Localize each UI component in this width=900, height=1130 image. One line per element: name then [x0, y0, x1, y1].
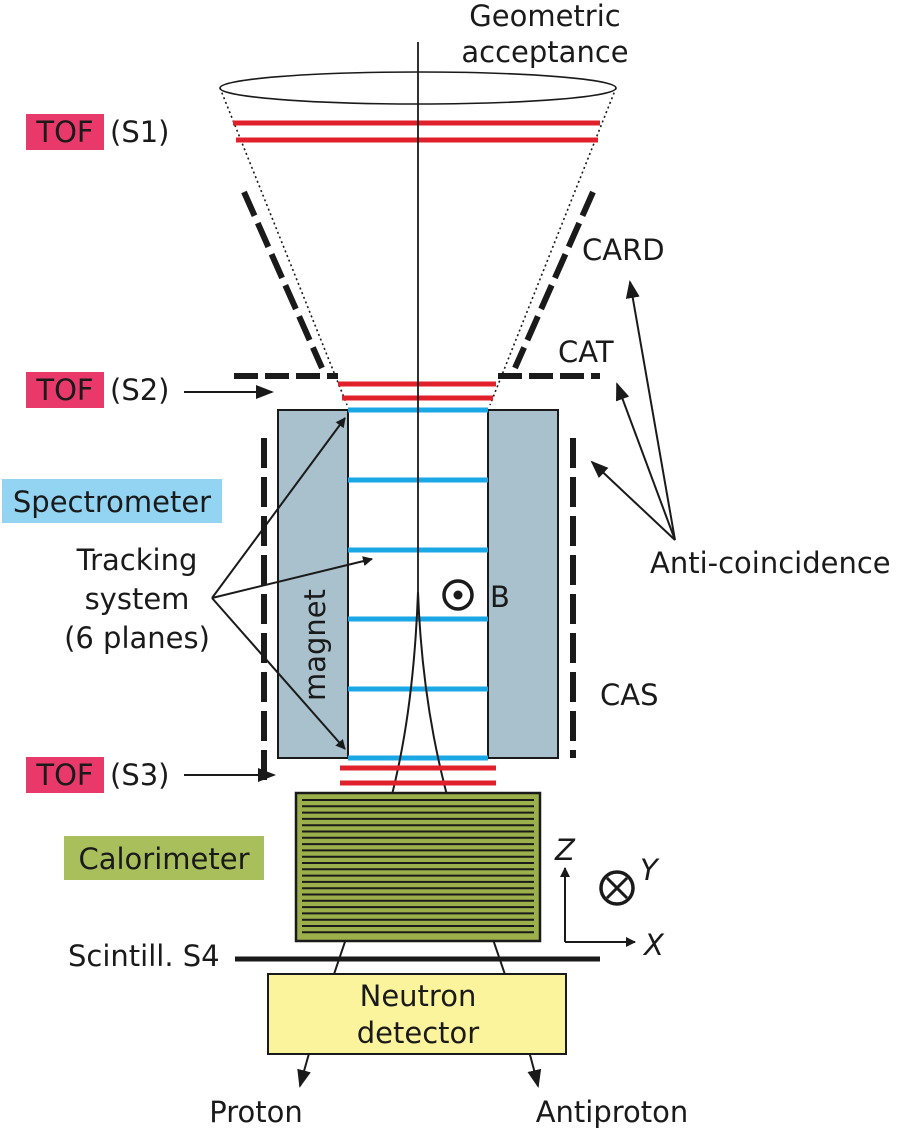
geometric-acceptance-label: Geometric	[469, 0, 620, 33]
neutron-detector-label-1: Neutron	[360, 979, 477, 1013]
spectrometer-label-bg	[2, 479, 222, 523]
axis-z-label: Z	[554, 833, 576, 867]
magnetic-field-label: B	[490, 580, 510, 614]
anticoincidence-arrow-cas	[590, 460, 676, 541]
axis-y-label: Y	[640, 853, 660, 887]
tof-s3-id: (S3)	[110, 758, 170, 792]
tracking-arrow-bottom	[211, 597, 346, 750]
neutron-detector-box	[267, 973, 567, 1055]
calorimeter-label: Calorimeter	[78, 842, 249, 876]
tracking-arrow-top	[211, 417, 346, 599]
magnet-label: magnet	[298, 589, 332, 701]
antiproton-label: Antiproton	[536, 1095, 689, 1129]
card-left-segment	[241, 190, 325, 370]
axis-x-label: X	[642, 928, 665, 962]
anticoincidence-arrow-cat	[616, 382, 676, 541]
cat-label: CAT	[558, 335, 614, 369]
tracking-label-1: Tracking	[76, 543, 198, 577]
tracking-arrow-middle	[211, 556, 373, 599]
tof-s3-label-bg	[26, 757, 104, 793]
card-right-segment	[512, 190, 596, 370]
scintillator-s4-label: Scintill. S4	[68, 939, 220, 973]
magnet-left-block	[277, 409, 349, 759]
calorimeter-box	[294, 791, 542, 943]
anticoincidence-label: Anti-coincidence	[650, 546, 891, 580]
magnetic-field-dot	[453, 590, 463, 600]
tof-s1-label: TOF	[35, 115, 93, 149]
proton-label: Proton	[209, 1095, 303, 1129]
tof-s3-label: TOF	[35, 758, 93, 792]
tracking-label-3: (6 planes)	[64, 621, 210, 655]
calorimeter-label-bg	[64, 836, 264, 880]
magnet-right-block	[487, 409, 559, 759]
tof-s2-id: (S2)	[110, 373, 170, 407]
tracking-label-2: system	[85, 582, 190, 616]
axis-y-cross-2	[605, 876, 629, 900]
card-label: CARD	[582, 233, 665, 267]
tof-s1-label-bg	[26, 114, 104, 150]
calorimeter-layers	[302, 799, 534, 934]
tof-s2-label: TOF	[35, 373, 93, 407]
acceptance-cone-left-edge	[219, 87, 348, 406]
tof-s1-id: (S1)	[110, 115, 170, 149]
tof-s2-label-bg	[26, 372, 104, 408]
neutron-detector-label-2: detector	[357, 1016, 480, 1050]
cas-label: CAS	[600, 678, 659, 712]
geometric-acceptance-label-2: acceptance	[461, 35, 628, 69]
anticoincidence-arrow-card	[625, 280, 676, 541]
spectrometer-label: Spectrometer	[13, 485, 211, 519]
